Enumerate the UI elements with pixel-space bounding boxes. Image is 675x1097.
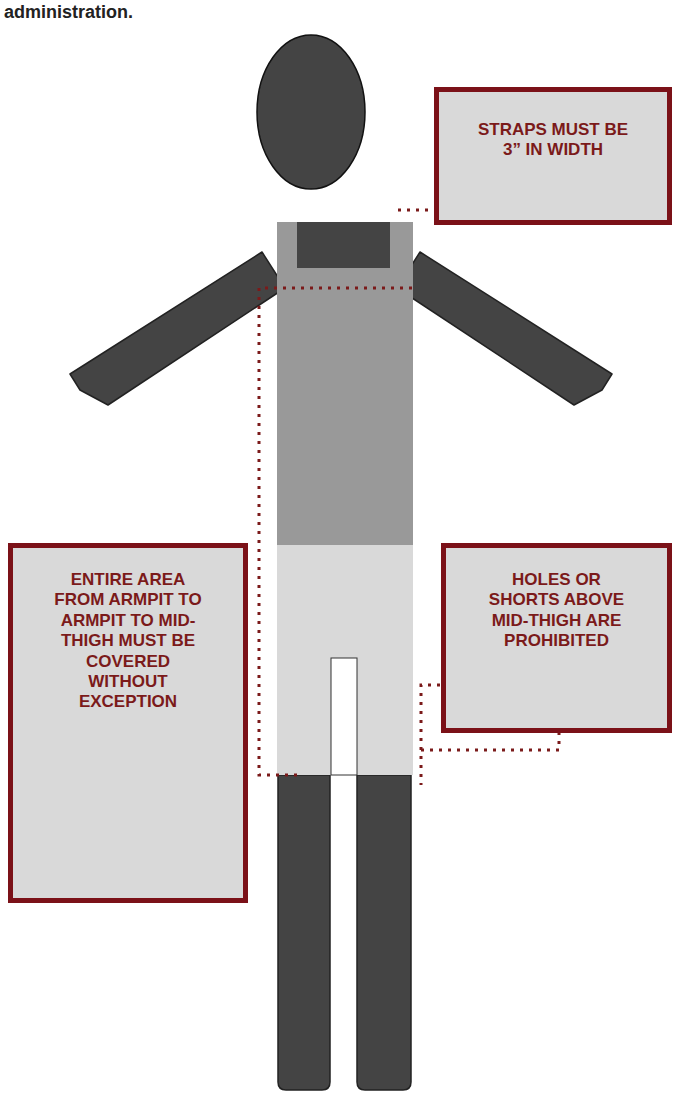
left-leg	[278, 775, 330, 1090]
neckline	[297, 222, 390, 268]
right-arm	[397, 252, 612, 405]
callout-text: STRAPS MUST BE 3” IN WIDTH	[468, 120, 638, 161]
callout-box: ENTIRE AREA FROM ARMPIT TO ARMPIT TO MID…	[8, 543, 248, 903]
holes-leader-top	[421, 685, 440, 785]
shorts	[277, 545, 413, 775]
callout-box: STRAPS MUST BE 3” IN WIDTH	[434, 87, 672, 225]
right-leg	[357, 775, 411, 1090]
coverage-leader	[259, 288, 412, 775]
callout-box: HOLES OR SHORTS ABOVE MID-THIGH ARE PROH…	[441, 543, 672, 733]
callout-text: HOLES OR SHORTS ABOVE MID-THIGH ARE PROH…	[482, 570, 632, 652]
tank-top	[277, 222, 413, 546]
left-arm	[70, 252, 285, 405]
callout-text: ENTIRE AREA FROM ARMPIT TO ARMPIT TO MID…	[53, 570, 203, 713]
head	[257, 35, 365, 189]
leg-gap	[331, 658, 357, 775]
heading-fragment: administration.	[4, 2, 133, 23]
